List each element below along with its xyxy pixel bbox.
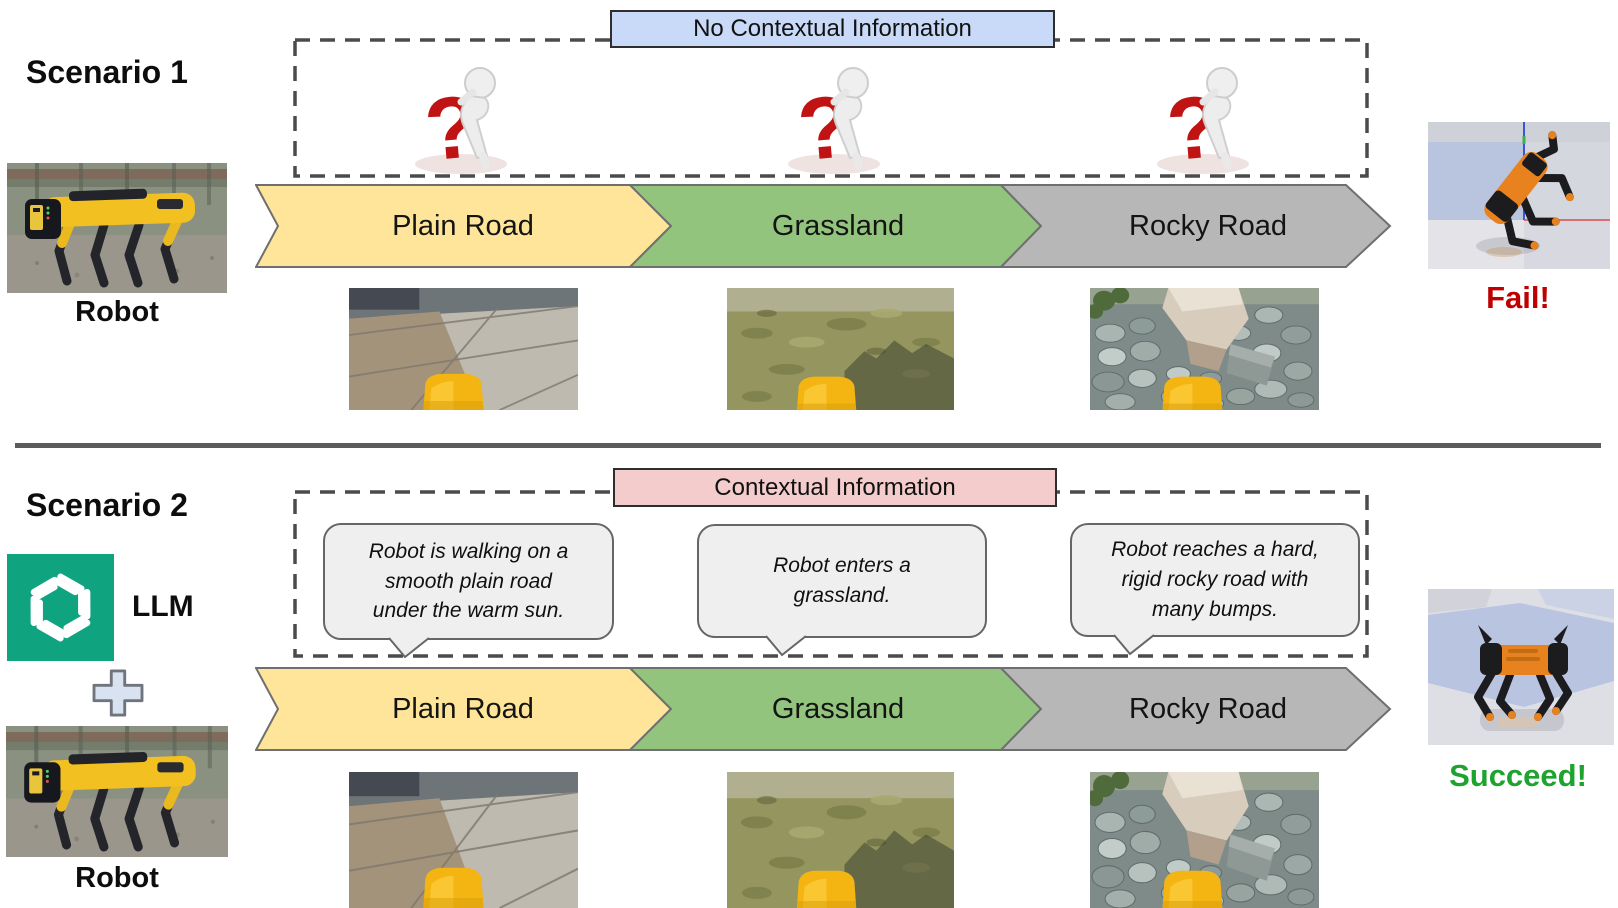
banner2-grassland-label: Grassland <box>771 693 905 725</box>
simulation-fail-image <box>1428 122 1610 269</box>
banner2-rocky-road-label: Rocky Road <box>1129 693 1287 725</box>
grassland-photo-2 <box>727 772 954 908</box>
scenario1-title: Scenario 1 <box>26 54 188 90</box>
scenario-divider <box>15 443 1601 448</box>
openai-logo-icon <box>7 554 114 661</box>
robot-label-2: Robot <box>75 862 159 894</box>
plain-road-photo-2 <box>349 772 578 908</box>
scenario2-title: Scenario 2 <box>26 487 188 523</box>
speech-bubble-tail-1 <box>386 637 432 659</box>
fail-result-label: Fail! <box>1486 280 1550 315</box>
thinker-question-icon-3 <box>1145 58 1265 176</box>
speech-bubble-tail-2 <box>763 635 809 657</box>
robot-label-1: Robot <box>75 296 159 328</box>
spot-robot-photo-1 <box>7 163 227 293</box>
rocky-road-photo-1 <box>1090 288 1319 410</box>
spot-robot-photo-2 <box>6 726 228 857</box>
speech-bubble-grassland: Robot enters a grassland. <box>697 524 987 638</box>
llm-label: LLM <box>132 590 194 623</box>
succeed-result-label: Succeed! <box>1449 758 1587 793</box>
speech-bubble-tail-3 <box>1111 634 1157 656</box>
banner2-plain-road-label: Plain Road <box>392 693 534 725</box>
thinker-question-icon-2 <box>776 58 896 176</box>
banner1-plain-road-label: Plain Road <box>392 210 534 242</box>
speech-bubble-plain-road: Robot is walking on a smooth plain road … <box>323 523 614 640</box>
no-contextual-information-label: No Contextual Information <box>610 10 1055 48</box>
rocky-road-photo-2 <box>1090 772 1319 908</box>
simulation-succeed-image <box>1428 589 1614 745</box>
plain-road-photo-1 <box>349 288 578 410</box>
thinker-question-icon-1 <box>403 58 523 176</box>
banner1-rocky-road-label: Rocky Road <box>1129 210 1287 242</box>
banner1-grassland-label: Grassland <box>771 210 905 242</box>
plus-icon <box>92 669 144 717</box>
grassland-photo-1 <box>727 288 954 410</box>
contextual-information-label: Contextual Information <box>613 468 1057 507</box>
speech-bubble-rocky-road: Robot reaches a hard, rigid rocky road w… <box>1070 523 1360 637</box>
